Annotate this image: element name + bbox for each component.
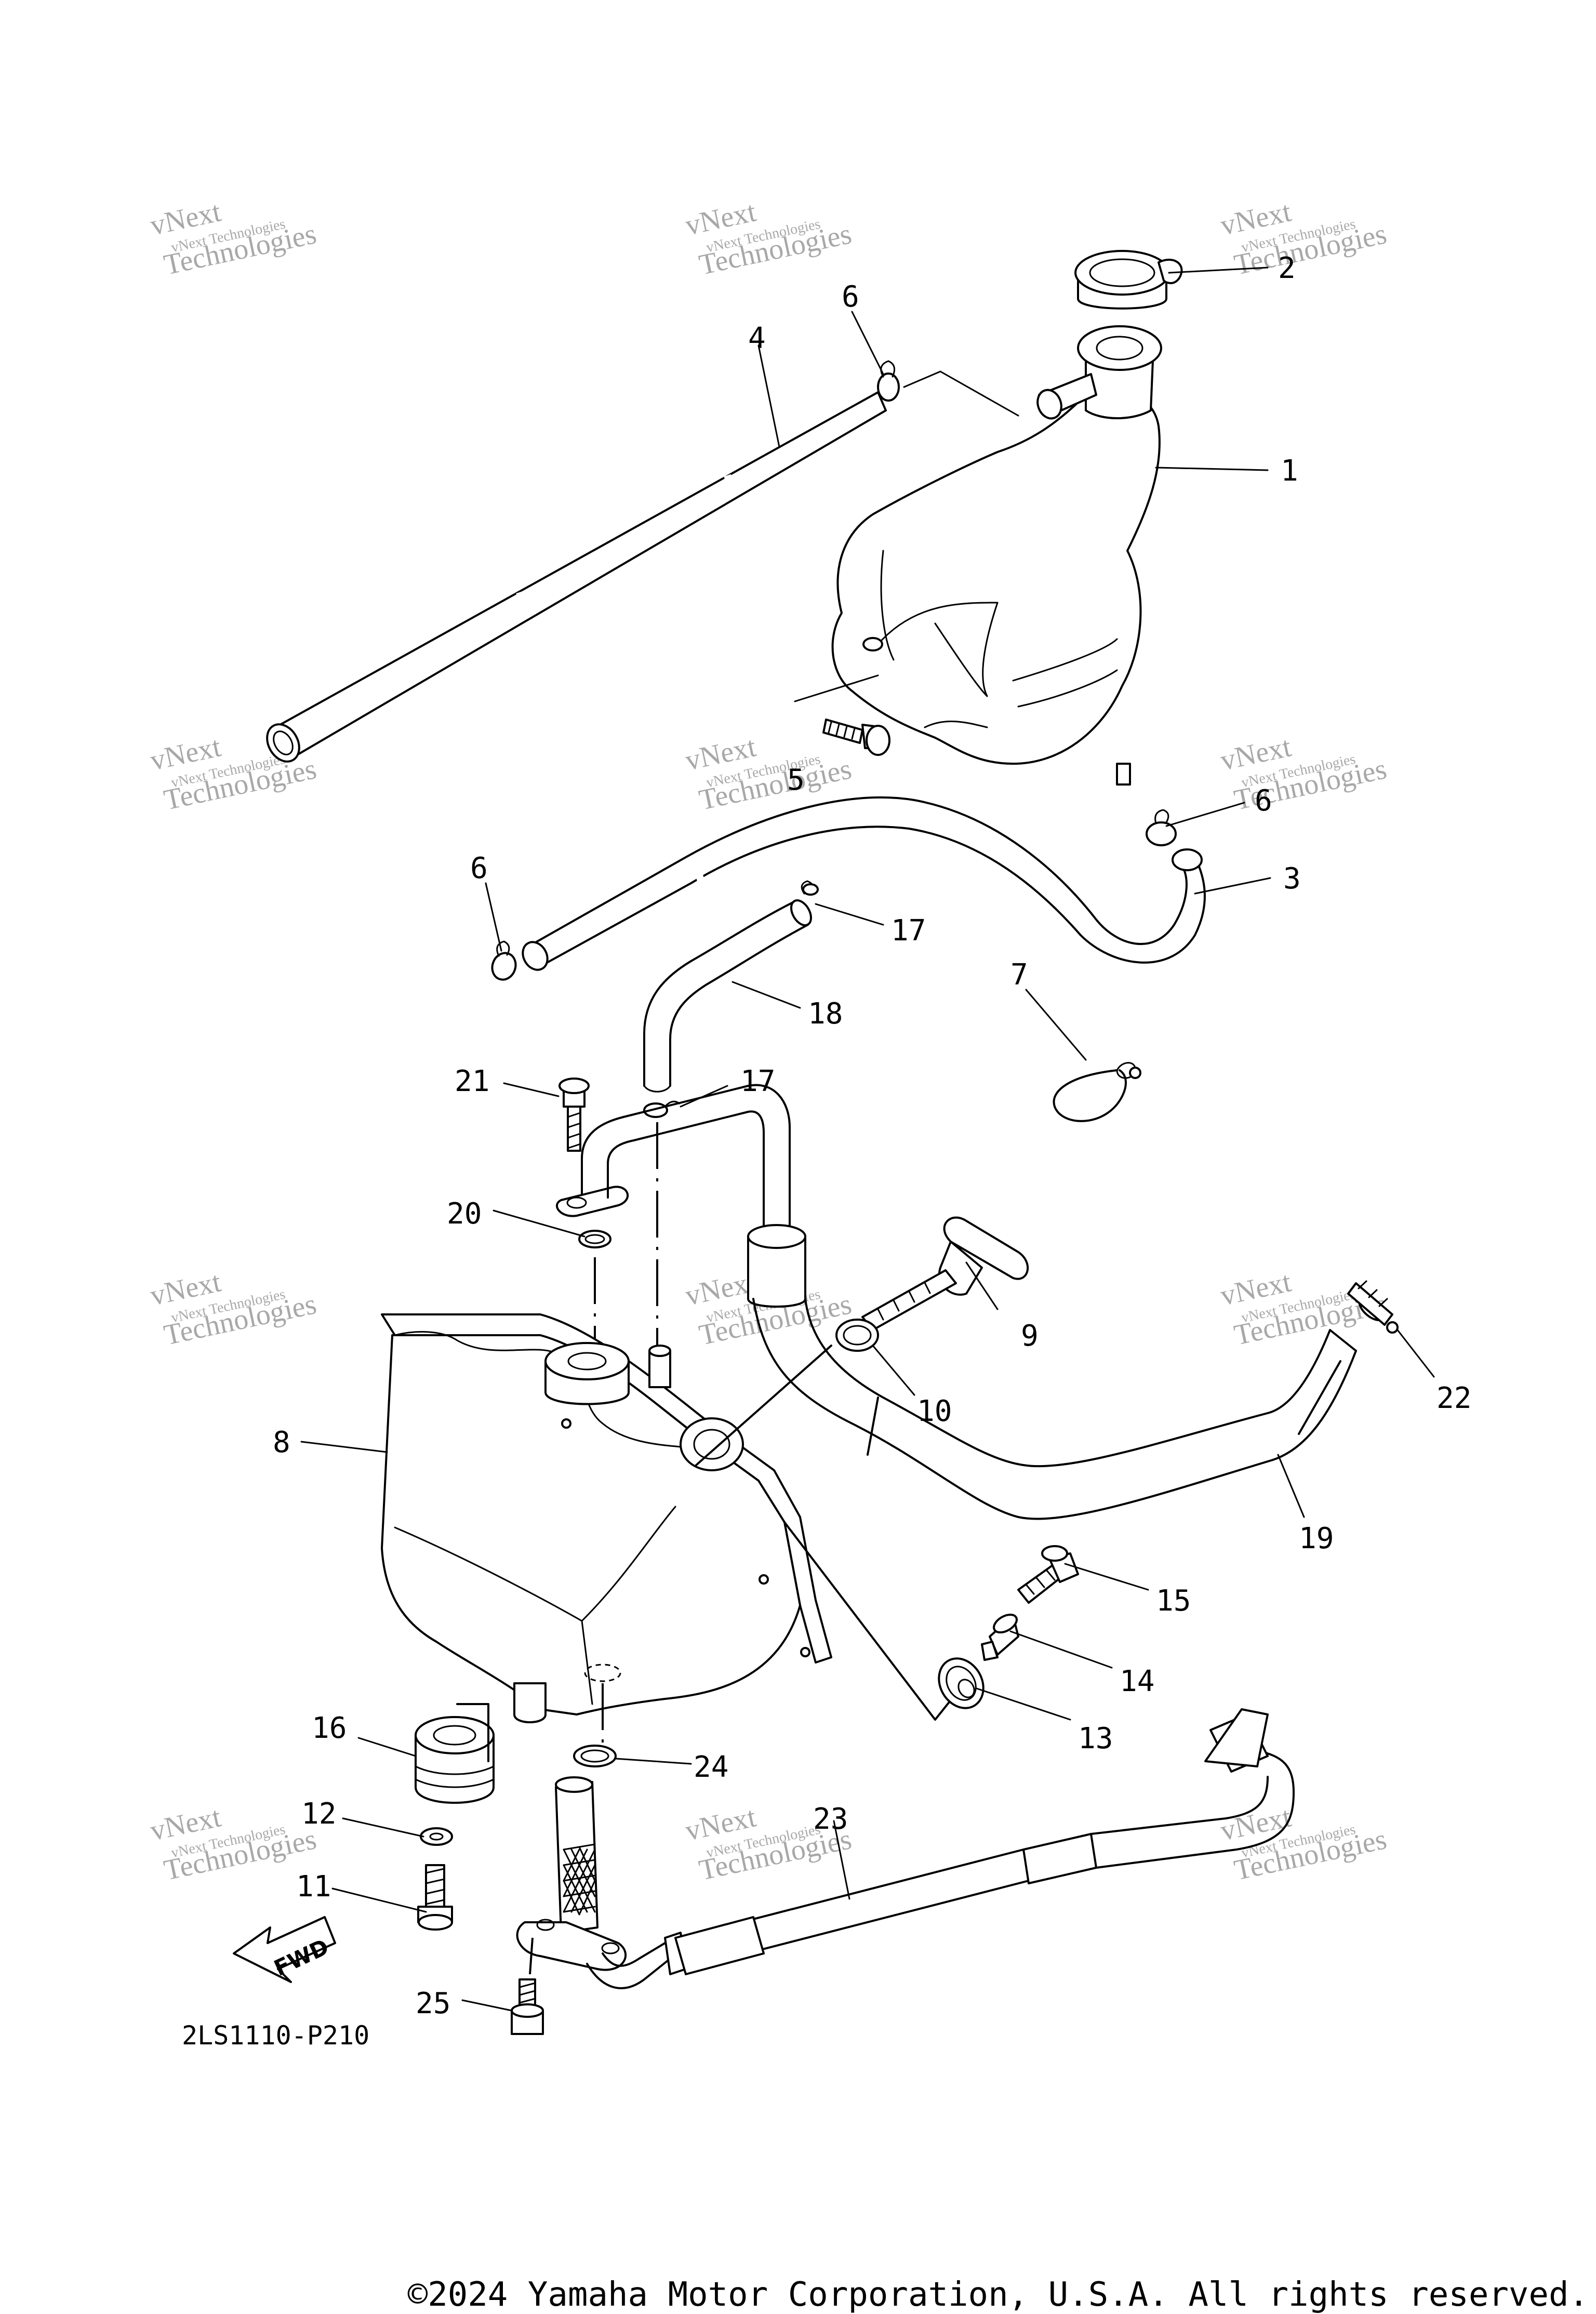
watermark: vNext vNext Technologies Technologies [683, 195, 855, 281]
o-ring [835, 1319, 879, 1352]
guide-lines [594, 1122, 658, 1351]
callout: 22 [1437, 1381, 1471, 1415]
o-ring [578, 1230, 611, 1248]
diagram-code: 2LS1110-P210 [182, 2020, 369, 2051]
flange-bolt [558, 1078, 590, 1152]
callout: 19 [1299, 1522, 1334, 1555]
grommet [938, 1657, 985, 1709]
watermark: vNext vNext Technologies Technologies [1218, 730, 1390, 816]
callout: 10 [917, 1394, 952, 1428]
watermark: vNext vNext Technologies Technologies [1218, 195, 1390, 281]
callout: 21 [455, 1065, 489, 1098]
watermark: vNext vNext Technologies Technologies [148, 195, 320, 281]
socket-bolt [511, 1978, 544, 2035]
callout: 6 [470, 852, 488, 885]
drain-plug [415, 1716, 495, 1804]
hose-clip [1146, 809, 1177, 846]
callouts: 1 2 3 4 5 6 6 6 7 8 9 10 11 12 13 14 15 … [273, 251, 1471, 2020]
callout: 8 [273, 1426, 290, 1459]
callout: 12 [301, 1797, 336, 1831]
callout: 6 [1255, 784, 1272, 818]
callout: 15 [1156, 1584, 1191, 1618]
callout: 5 [787, 763, 805, 797]
callout: 3 [1283, 862, 1301, 896]
watermark: vNext vNext Technologies Technologies [148, 1801, 320, 1886]
callout: 6 [842, 280, 859, 314]
hose-clamp [1347, 1280, 1399, 1334]
oil-level-gauge [861, 1216, 1029, 1331]
filler-pipe-upper [556, 1084, 806, 1308]
callout: 1 [1281, 454, 1298, 488]
callout: 16 [312, 1711, 347, 1745]
callout: 17 [740, 1065, 775, 1098]
overflow-hose [522, 796, 1206, 971]
oil-outlet-pipe [586, 1708, 1295, 1989]
breather-hose-long [266, 391, 887, 763]
drain-bolt [417, 1864, 453, 1931]
callout: 13 [1078, 1722, 1113, 1756]
callout: 2 [1278, 251, 1296, 285]
callout: 11 [296, 1870, 331, 1904]
short-hose [643, 899, 812, 1093]
hose-clip [491, 940, 517, 981]
callout: 20 [447, 1197, 482, 1231]
oil-strainer [516, 1776, 627, 1971]
reservoir-cap [1074, 250, 1183, 310]
callout: 4 [748, 322, 766, 355]
bolt [1017, 1545, 1079, 1604]
washer [420, 1827, 453, 1846]
watermark: vNext vNext Technologies Technologies [148, 1266, 320, 1351]
collar [981, 1613, 1019, 1661]
forward-arrow-icon: FWD [233, 1916, 336, 1983]
callout: 14 [1120, 1665, 1154, 1698]
reservoir-tank [831, 325, 1162, 786]
oil-tank [381, 1313, 832, 1723]
callout: 17 [891, 914, 926, 948]
callout: 9 [1021, 1319, 1039, 1353]
mounting-bolt [822, 719, 890, 756]
copyright-notice: ©2024 Yamaha Motor Corporation, U.S.A. A… [407, 2276, 1589, 2314]
hose-band [1053, 1062, 1141, 1122]
watermark: vNext vNext Technologies Technologies [1218, 1801, 1390, 1886]
watermark: vNext vNext Technologies Technologies [148, 730, 320, 816]
leader-lines [300, 267, 1435, 2012]
callout: 23 [813, 1802, 848, 1836]
o-ring [573, 1745, 617, 1767]
filler-pipe [752, 1297, 1385, 1520]
hose-clip [877, 360, 900, 402]
callout: 25 [416, 1987, 450, 2020]
hose-clip [801, 880, 819, 896]
callout: 24 [694, 1750, 728, 1784]
callout: 7 [1010, 958, 1028, 992]
callout: 18 [808, 997, 843, 1031]
